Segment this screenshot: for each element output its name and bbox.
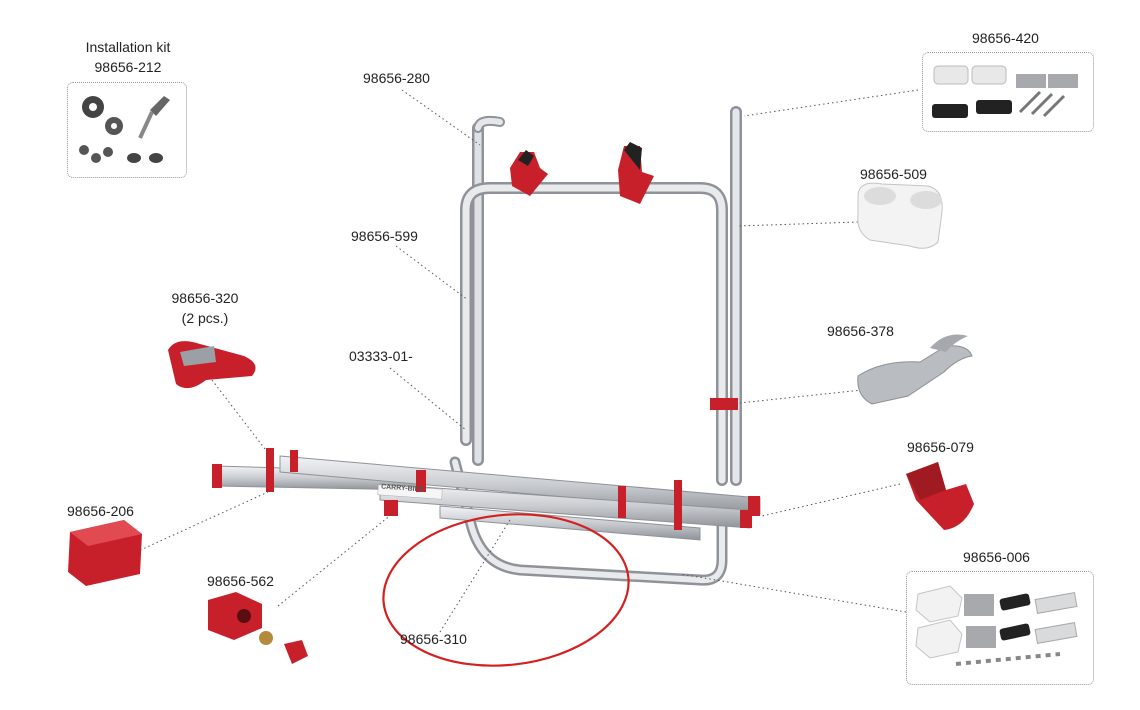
part-98656-006-kit [915,585,1078,666]
part-98656-206-end-cap [68,520,142,586]
part-98656-562-clamp [208,592,308,664]
label-98656-006: 98656-006 [963,549,1030,565]
bike-rack-frame [449,106,742,586]
bike-rails [212,398,761,541]
part-98656-320-strap [168,341,256,389]
label-98656-320-qty: (2 pcs.) [181,310,229,326]
label-98656-562: 98656-562 [207,573,274,589]
label-98656-420: 98656-420 [972,30,1039,46]
label-98656-509: 98656-509 [860,166,927,182]
part-98656-509-clamp [857,182,943,249]
label-98656-206: 98656-206 [67,503,134,519]
part-98656-420-kit [932,65,1078,118]
leader-lines [135,89,919,633]
label-03333-01: 03333-01- [349,348,413,364]
highlight-circle [382,513,630,667]
installation-kit-title: Installation kit [85,39,171,55]
label-98656-310: 98656-310 [400,631,467,647]
kit-98656-420-box [922,52,1094,132]
label-98656-378: 98656-378 [827,323,894,339]
installation-kit-code: 98656-212 [94,59,162,75]
label-98656-079: 98656-079 [907,439,974,455]
part-98656-378-holder [857,334,973,405]
label-98656-320: 98656-320 [171,290,239,306]
frame-holders [510,142,654,204]
part-98656-079-bracket [906,462,974,530]
installation-kit-parts [79,96,170,163]
label-98656-599: 98656-599 [351,228,418,244]
label-98656-280: 98656-280 [363,70,430,86]
